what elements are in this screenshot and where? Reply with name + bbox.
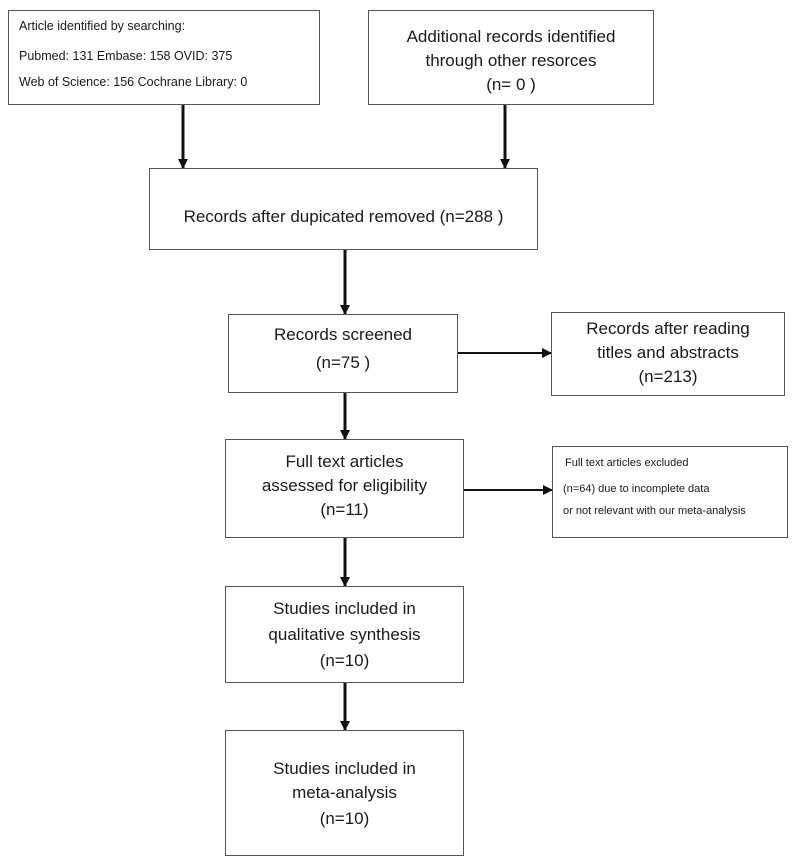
meta-line-2: meta-analysis <box>292 783 397 802</box>
qualitative-line-2: qualitative synthesis <box>268 625 421 644</box>
titles-line-2: titles and abstracts <box>597 343 739 362</box>
fulltext-line-3: (n=11) <box>320 500 369 519</box>
screened-line-1: Records screened <box>274 325 412 344</box>
qualitative-line-3: (n=10) <box>319 651 370 670</box>
additional-records-box: Additional records identified through ot… <box>368 10 654 105</box>
meta-line-3: (n=10) <box>319 809 370 828</box>
search-heading: Article identified by searching: <box>19 19 186 33</box>
records-screened-box: Records screened (n=75 ) <box>228 314 458 393</box>
meta-analysis-box: Studies included in meta-analysis (n=10) <box>225 730 464 856</box>
records-deduplicated-box: Records after dupicated removed (n=288 ) <box>149 168 538 250</box>
dedup-label: Records after dupicated removed (n=288 ) <box>183 207 504 226</box>
titles-line-1: Records after reading <box>586 319 750 338</box>
search-counts-line-1: Pubmed: 131 Embase: 158 OVID: 375 <box>19 49 233 63</box>
fulltext-excluded-box: Full text articles excluded (n=64) due t… <box>552 446 788 538</box>
additional-line-1: Additional records identified <box>406 27 616 46</box>
fulltext-line-2: assessed for eligibility <box>261 476 428 495</box>
fulltext-line-1: Full text articles <box>285 452 404 471</box>
additional-line-3: (n= 0 ) <box>486 75 536 94</box>
excluded-line-3: or not relevant with our meta-analysis <box>563 505 746 517</box>
additional-line-2: through other resorces <box>425 51 597 70</box>
search-sources-box: Article identified by searching: Pubmed:… <box>8 10 320 105</box>
fulltext-assessed-box: Full text articles assessed for eligibil… <box>225 439 464 538</box>
screened-line-2: (n=75 ) <box>315 353 371 372</box>
titles-abstracts-box: Records after reading titles and abstrac… <box>551 312 785 396</box>
qualitative-synthesis-box: Studies included in qualitative synthesi… <box>225 586 464 683</box>
excluded-line-2: (n=64) due to incomplete data <box>563 483 710 495</box>
qualitative-line-1: Studies included in <box>273 599 416 618</box>
meta-line-1: Studies included in <box>273 759 416 778</box>
excluded-line-1: Full text articles excluded <box>565 457 689 469</box>
titles-line-3: (n=213) <box>638 367 698 386</box>
search-counts-line-2: Web of Science: 156 Cochrane Library: 0 <box>19 75 248 89</box>
